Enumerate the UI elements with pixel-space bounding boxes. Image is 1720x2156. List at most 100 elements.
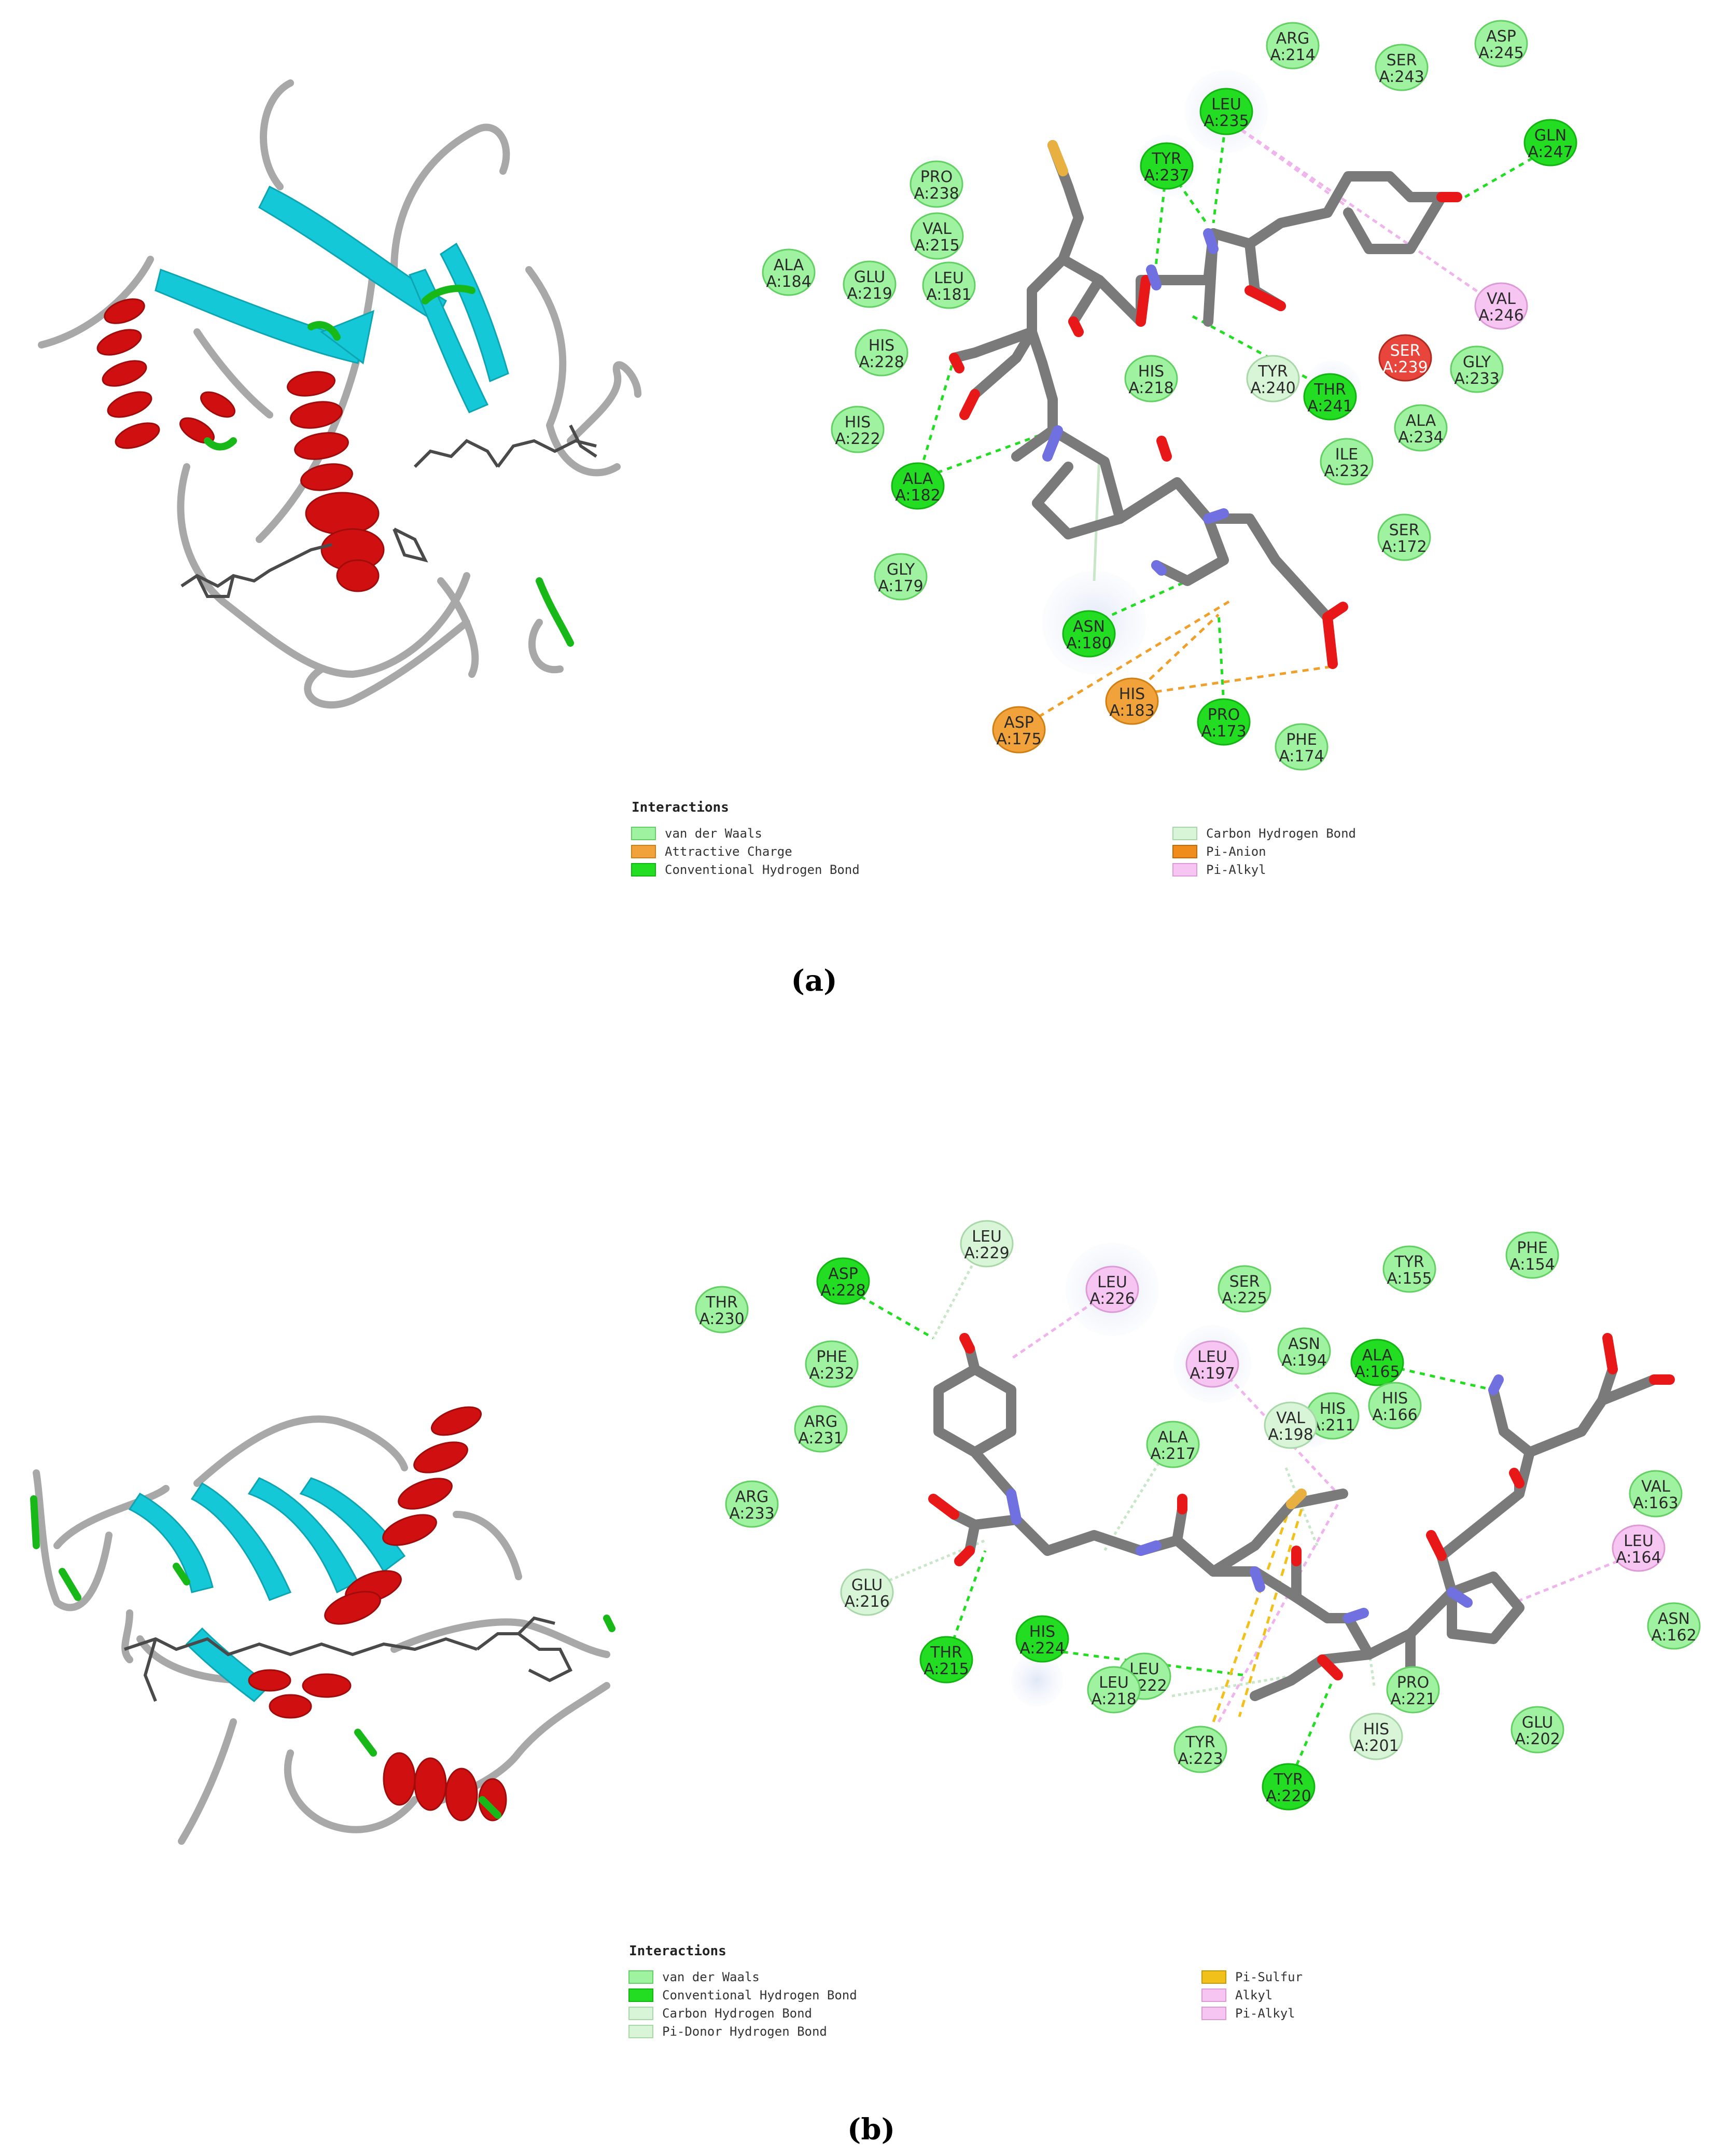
residue-id: A:225 (1222, 1289, 1267, 1307)
legend-entry: van der Waals (631, 826, 762, 841)
panel-a-label: (a) (791, 964, 837, 998)
residue-id: A:154 (1509, 1256, 1555, 1274)
residue-name: LEU (934, 269, 964, 287)
legend-label: Pi-Alkyl (1235, 2006, 1295, 2021)
residue-name: ASN (1073, 618, 1105, 636)
residue-bubble (1275, 723, 1329, 771)
residue-id: A:231 (798, 1429, 843, 1448)
residue-name: SER (1387, 51, 1417, 69)
legend-entry: Conventional Hydrogen Bond (631, 863, 860, 877)
legend-swatch (628, 2007, 653, 2020)
residue-id: A:183 (1109, 702, 1154, 720)
residue-bubble (1511, 1706, 1564, 1754)
legend-label: Pi-Alkyl (1206, 863, 1266, 877)
residue-id: A:182 (895, 486, 940, 505)
legend-label: Pi-Sulfur (1235, 1970, 1303, 1984)
legend-swatch (1201, 1988, 1226, 2002)
residue-id: A:219 (847, 285, 892, 303)
residue-name: TYR (1151, 150, 1182, 168)
residue-name: LEU (1097, 1273, 1127, 1291)
panel-a-residues: ARGA:214ASPA:245SERA:243LEUA:235GLNA:247… (762, 20, 1577, 771)
residue-name: GLY (1463, 353, 1491, 371)
residue-bubble (840, 1568, 894, 1616)
residue-bubble (922, 261, 976, 309)
residue-name: ARG (735, 1488, 769, 1506)
residue-name: PRO (1397, 1674, 1430, 1692)
legend-entry: Carbon Hydrogen Bond (1172, 826, 1356, 841)
residue-id: A:198 (1268, 1426, 1313, 1444)
residue-id: A:237 (1144, 166, 1189, 185)
residue-name: ASN (1658, 1610, 1690, 1628)
residue-id: A:162 (1651, 1626, 1696, 1645)
residue-id: A:165 (1354, 1363, 1400, 1381)
residue-id: A:221 (1390, 1690, 1435, 1708)
residue-name: HIS (1382, 1389, 1408, 1408)
residue-id: A:179 (878, 577, 923, 595)
residue-bubble (1474, 282, 1528, 330)
residue-bubble (1146, 1421, 1200, 1468)
residue-id: A:233 (729, 1505, 774, 1523)
residue-id: A:211 (1310, 1416, 1355, 1435)
residue-name: PRO (920, 168, 953, 186)
residue-bubble (1368, 1382, 1422, 1429)
residue-name: PHE (1517, 1239, 1548, 1257)
residue-name: HIS (845, 413, 871, 432)
residue-id: A:202 (1515, 1730, 1560, 1748)
residue-id: A:155 (1387, 1270, 1432, 1288)
legend-entry: Carbon Hydrogen Bond (628, 2006, 812, 2021)
residue-name: ALA (774, 256, 804, 274)
residue-name: ASP (1004, 714, 1034, 732)
residue-id: A:222 (835, 430, 880, 448)
residue-id: A:229 (964, 1244, 1009, 1262)
residue-name: ASN (1288, 1335, 1320, 1353)
residue-bubble (794, 1405, 848, 1453)
residue-id: A:235 (1204, 112, 1249, 130)
residue-name: THR (705, 1293, 738, 1312)
legend-entry: Pi-Alkyl (1201, 2006, 1295, 2021)
residue-id: A:247 (1528, 143, 1573, 161)
residue-id: A:239 (1382, 358, 1428, 377)
legend-swatch (1172, 845, 1197, 858)
residue-id: A:218 (1091, 1690, 1136, 1708)
residue-id: A:201 (1353, 1737, 1399, 1755)
residue-id: A:175 (996, 730, 1041, 748)
residue-name: ILE (1335, 446, 1359, 464)
residue-id: A:220 (1266, 1787, 1311, 1805)
residue-id: A:214 (1270, 46, 1315, 64)
residue-bubble (1505, 1231, 1559, 1279)
residue-bubble (1474, 20, 1528, 67)
residue-name: ALA (903, 470, 933, 488)
residue-bubble (1199, 88, 1253, 135)
panel-b-label: (b) (847, 2112, 895, 2147)
residue-bubble (1218, 1265, 1271, 1313)
residue-bubble (1277, 1327, 1331, 1375)
residue-name: TYR (1273, 1771, 1304, 1789)
residue-bubble (1087, 1666, 1141, 1714)
residue-name: TYR (1185, 1733, 1215, 1751)
residue-name: GLY (887, 561, 915, 579)
residue-id: A:215 (924, 1660, 969, 1678)
residue-bubble (1105, 677, 1159, 725)
